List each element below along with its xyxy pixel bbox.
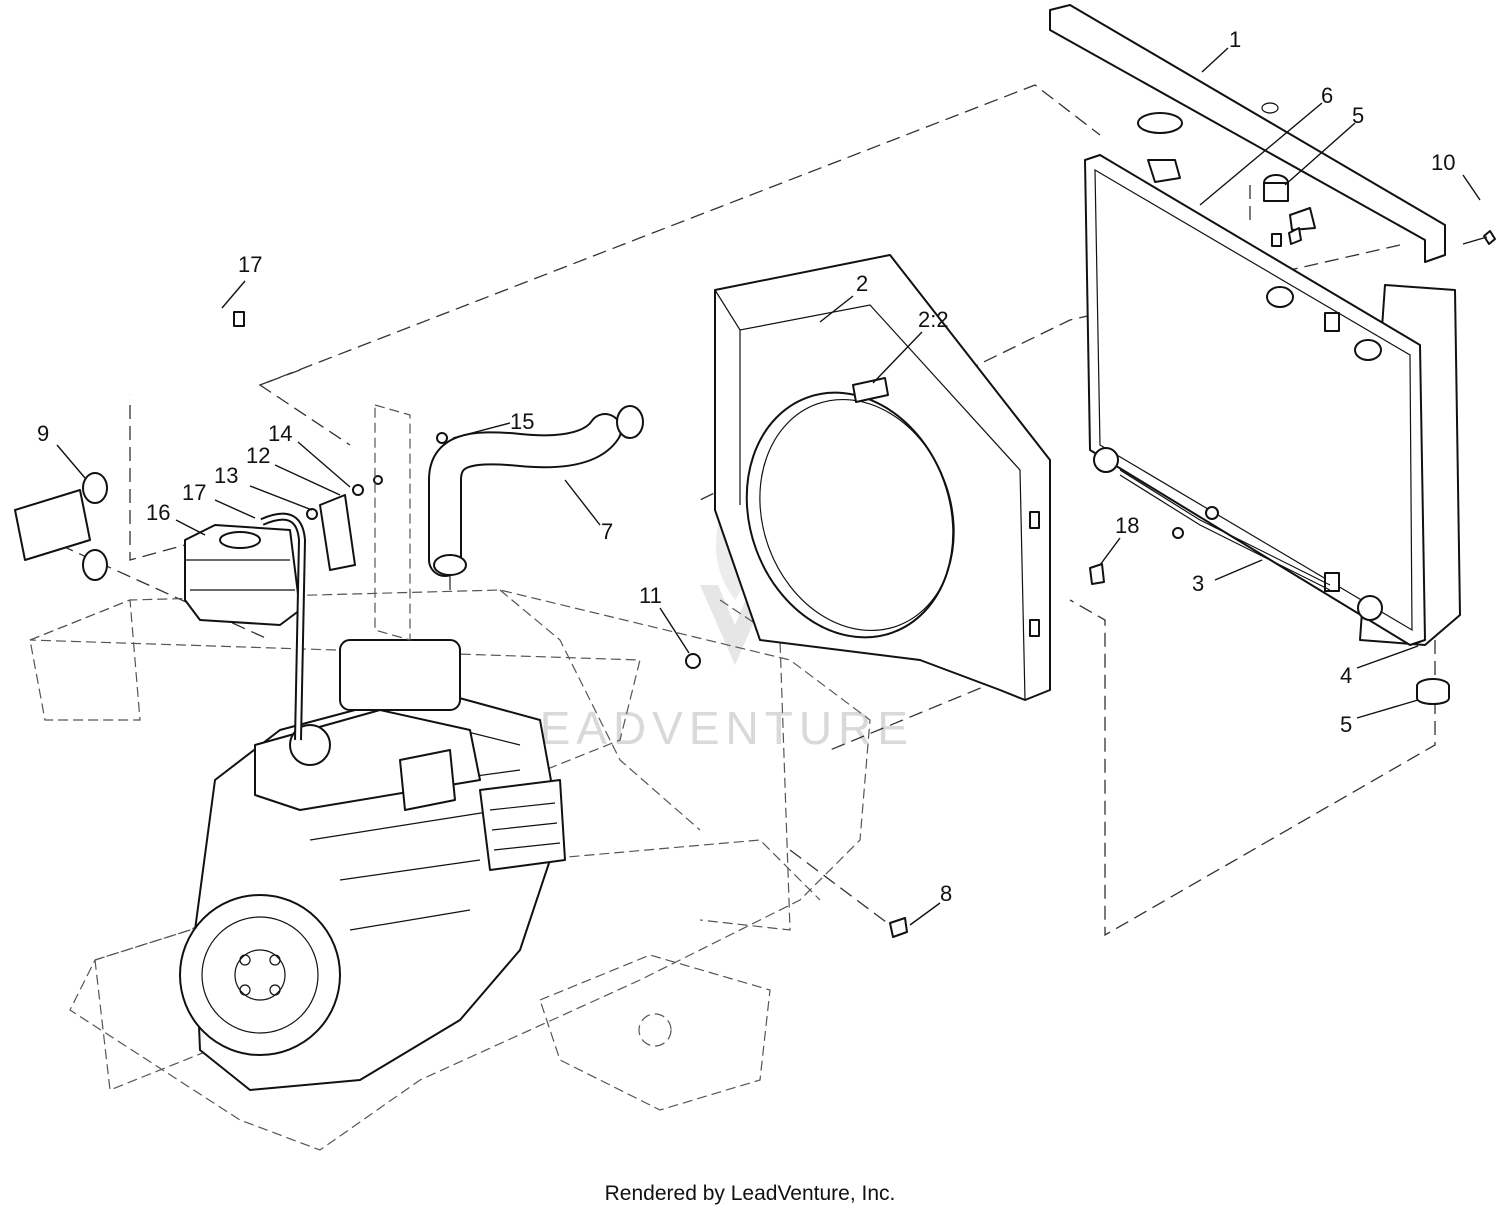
part-1-top-bracket (1049, 4, 1446, 263)
rendered-by-credit: Rendered by LeadVenture, Inc. (604, 1182, 896, 1205)
part-16-coolant-reservoir (184, 524, 301, 626)
callout-2-2: 2:2 (918, 307, 949, 332)
part-3-overflow-tube (1119, 469, 1331, 591)
callout-15: 15 (510, 409, 534, 434)
part-8-bolt (889, 917, 908, 938)
watermark-text: LEADVENTURE (508, 702, 914, 754)
callout-5-upper: 5 (1352, 103, 1364, 128)
callout-16: 16 (146, 500, 170, 525)
part-15-hose-clamp (436, 432, 448, 444)
part-5-grommet-lower (1416, 678, 1450, 705)
callout-13: 13 (214, 463, 238, 488)
part-4-radiator (1084, 154, 1461, 646)
callout-9: 9 (37, 421, 49, 446)
part-17-overflow-hose-lower (260, 512, 307, 741)
callout-7: 7 (601, 519, 613, 544)
callout-12: 12 (246, 443, 270, 468)
part-9-hose-clamps (14, 472, 108, 581)
part-17-overflow-hose-upper (78, 301, 245, 402)
parts-12-13-14-bracket-hardware (306, 475, 383, 571)
engine-block (179, 639, 566, 1091)
part-7-radiator-hose (428, 405, 644, 577)
callout-8: 8 (940, 881, 952, 906)
callout-1: 1 (1229, 27, 1241, 52)
engine-mounting-plate (374, 404, 411, 641)
callout-14: 14 (268, 421, 292, 446)
callout-3: 3 (1192, 571, 1204, 596)
part-2-fan-shroud (714, 254, 1051, 701)
callout-17-upper: 17 (238, 252, 262, 277)
part-10-bolt (1288, 227, 1496, 245)
callout-18: 18 (1115, 513, 1139, 538)
part-18-clip (1089, 563, 1105, 585)
callout-17-lower: 17 (182, 480, 206, 505)
callout-2: 2 (856, 271, 868, 296)
part-6-radiator-cap (1137, 112, 1183, 183)
callout-11: 11 (639, 583, 662, 608)
exploded-parts-diagram: LEADVENTURE (14, 4, 1496, 1151)
part-11-nut (685, 653, 701, 669)
callout-leader-lines (56, 47, 1481, 926)
callout-10: 10 (1431, 150, 1455, 175)
callout-labels: 1 2 2:2 3 4 5 5 6 7 8 9 10 11 12 13 14 1… (37, 27, 1455, 906)
callout-5-lower: 5 (1340, 712, 1352, 737)
flywheel (179, 894, 341, 1056)
part-5-grommet-upper (1263, 174, 1289, 247)
callout-4: 4 (1340, 663, 1352, 688)
callout-6: 6 (1321, 83, 1333, 108)
part-2-2-decal (852, 377, 889, 403)
